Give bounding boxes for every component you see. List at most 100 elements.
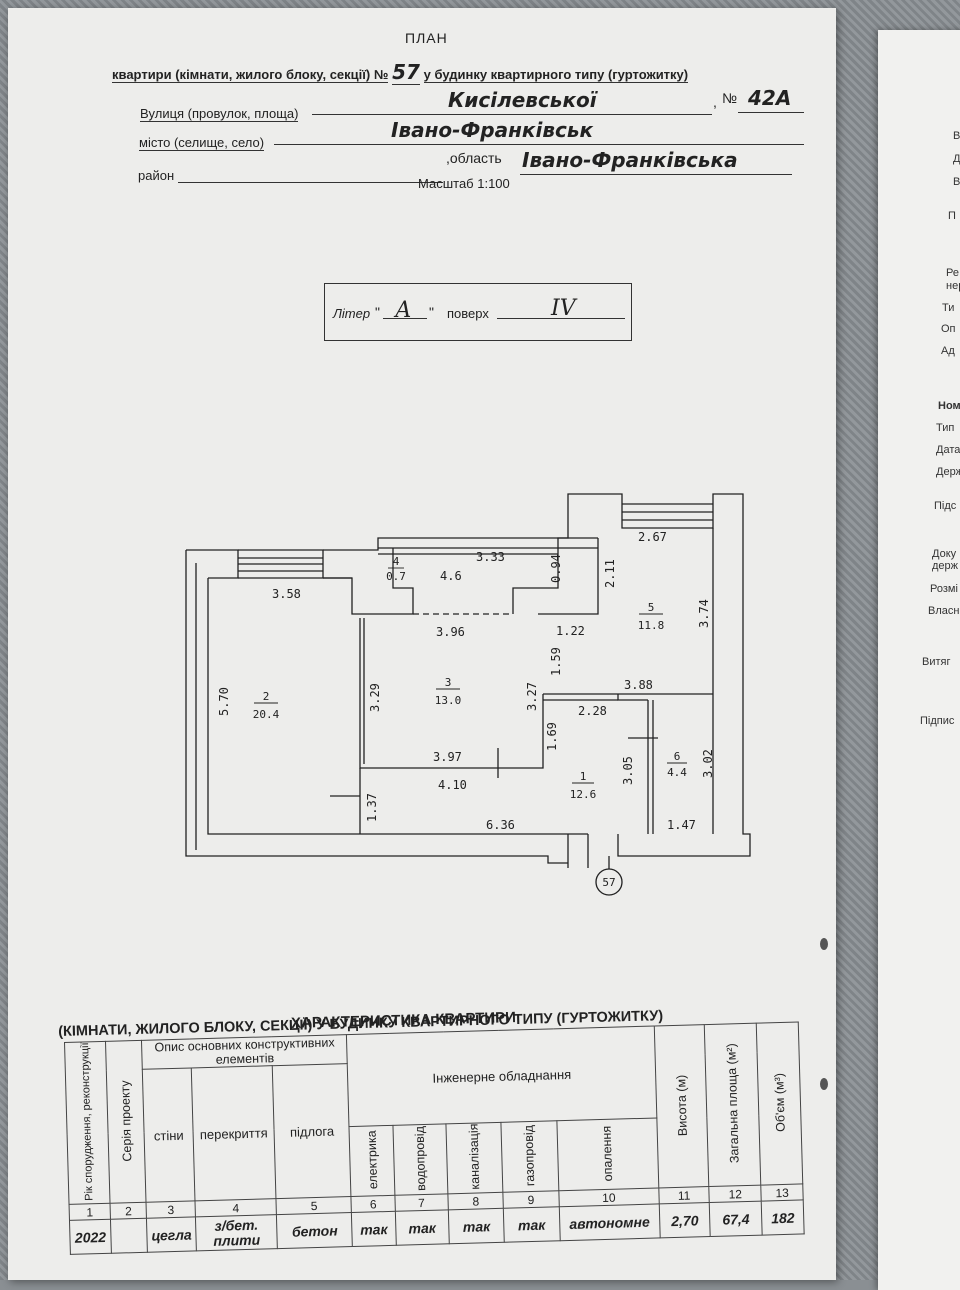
header-heat-text: опалення — [599, 1125, 616, 1182]
punch-hole — [820, 938, 828, 950]
value-elec: так — [351, 1211, 396, 1248]
punch-hole — [820, 1078, 828, 1090]
city-value: Івано-Франківськ — [391, 118, 594, 142]
room-5-number: 5 — [648, 601, 655, 614]
value-gas: так — [503, 1207, 560, 1243]
room-labels: 1 12.6 2 20.4 3 13.0 4 0.7 5 11.8 6 4.4 … — [253, 555, 688, 889]
header-water-text: водопровід — [412, 1125, 429, 1192]
next-page-text: Оп — [941, 323, 956, 335]
room-6-area: 4.4 — [667, 766, 687, 779]
balcony-corner-left — [186, 549, 239, 579]
header-area-text: Загальна площа (м²) — [724, 1043, 742, 1164]
district-field — [178, 158, 443, 183]
header-area: Загальна площа (м²) — [704, 1023, 762, 1188]
comma: , — [713, 94, 717, 110]
dim-3-97: 3.97 — [433, 750, 462, 764]
floor-plan: 3.58 3.33 0.94 2.67 2.11 3.74 1.22 3.96 … — [185, 493, 751, 896]
apartment-line-prefix: квартири (кімнати, жилого блоку, секції)… — [112, 67, 389, 83]
col-num: 6 — [351, 1195, 395, 1214]
balcony-right-glazing — [622, 503, 713, 521]
dim-3-27: 3.27 — [525, 682, 539, 711]
header-eng: Інженерне обладнання — [346, 1026, 657, 1128]
header-year: Рік спорудження, реконструкції — [64, 1041, 111, 1205]
dim-3-58: 3.58 — [272, 587, 301, 601]
header-water: водопровід — [392, 1124, 449, 1196]
next-page-text: Тип — [936, 422, 955, 434]
header-slabs: перекриття — [191, 1065, 277, 1202]
next-page-text: Підпис — [920, 715, 955, 727]
next-page-text: Дата — [936, 444, 960, 456]
next-page-text: В — [953, 176, 960, 188]
city-label: місто (селище, село) — [139, 135, 265, 151]
col-num: 13 — [761, 1184, 804, 1202]
header-height: Висота (м) — [654, 1024, 709, 1189]
region-value: Івано-Франківська — [522, 148, 738, 172]
value-slabs: з/бет. плити — [195, 1215, 278, 1252]
wall-room6 — [647, 700, 654, 834]
value-floor: бетон — [276, 1213, 353, 1250]
document-page: ПЛАН квартири (кімнати, жилого блоку, се… — [8, 8, 836, 1280]
room-2-number: 2 — [263, 690, 270, 703]
outer-wall-right — [512, 493, 751, 857]
room-3-area: 13.0 — [435, 694, 462, 707]
header-volume-text: Об'єм (м³) — [771, 1072, 788, 1132]
dim-1-69: 1.69 — [545, 722, 559, 751]
next-page-text: В — [953, 130, 960, 142]
next-page-text: Ре — [946, 267, 959, 279]
apartment-line: квартири (кімнати, жилого блоку, секції)… — [112, 60, 689, 85]
dim-4-10: 4.10 — [438, 778, 467, 792]
dim-3-05: 3.05 — [621, 756, 635, 785]
value-area: 67,4 — [709, 1201, 763, 1238]
dim-1-22: 1.22 — [556, 624, 585, 638]
outer-wall-top — [323, 537, 598, 551]
dim-3-29: 3.29 — [368, 683, 382, 712]
col-num: 8 — [448, 1192, 504, 1211]
next-page: В Д В П Ре нер Ти Оп Ад Ном Тип Дата Дер… — [878, 30, 960, 1290]
value-heat: автономне — [558, 1204, 661, 1242]
street-label-text: Вулиця (провулок, площа) — [140, 106, 299, 122]
next-page-text: Підс — [934, 500, 957, 512]
value-series — [110, 1218, 148, 1254]
litera-quote-close: " — [429, 304, 434, 320]
city-field: Івано-Франківськ — [274, 116, 804, 145]
header-gas: газопровід — [501, 1121, 559, 1193]
street-value: Кисілевської — [448, 88, 597, 112]
next-page-text: Ти — [942, 302, 955, 314]
header-walls: стіни — [142, 1067, 195, 1203]
dim-3-74: 3.74 — [697, 599, 711, 628]
value-year: 2022 — [69, 1219, 112, 1255]
header-sewer: каналізація — [446, 1122, 504, 1195]
region-label-text: область — [449, 150, 502, 166]
plan-walls — [185, 493, 751, 896]
header-gas-text: газопровід — [521, 1124, 538, 1187]
col-num: 2 — [110, 1202, 147, 1220]
value-water: так — [394, 1210, 450, 1246]
next-page-text: Ном — [938, 400, 960, 412]
room-4-area: 0.7 — [386, 570, 406, 583]
value-volume: 182 — [761, 1200, 805, 1236]
apartment-number: 57 — [392, 60, 420, 85]
wall-room6-top — [617, 694, 648, 701]
room-3-number: 3 — [445, 676, 452, 689]
header-elec: електрика — [349, 1125, 395, 1198]
room-4-number: 4 — [393, 555, 400, 568]
header-height-text: Висота (м) — [673, 1074, 690, 1136]
col-num: 1 — [69, 1203, 111, 1221]
room-6-number: 6 — [674, 750, 681, 763]
col-num: 12 — [708, 1185, 762, 1204]
room-1-area: 12.6 — [570, 788, 597, 801]
dim-3-02: 3.02 — [701, 749, 715, 778]
street-field: Кисілевської — [312, 86, 712, 115]
value-sewer: так — [448, 1208, 505, 1245]
outer-wall-left — [185, 550, 568, 864]
dim-1-59: 1.59 — [549, 647, 563, 676]
dim-5-70: 5.70 — [217, 687, 231, 716]
col-num: 11 — [658, 1187, 710, 1205]
next-page-text: Розмі — [930, 583, 958, 595]
dim-6-36: 6.36 — [486, 818, 515, 832]
wall-room5-bottom — [543, 693, 713, 701]
city-label-text: місто (селище, село) — [139, 135, 265, 151]
next-page-text: Власн — [928, 605, 960, 617]
door-marks — [330, 737, 658, 868]
header-year-text: Рік спорудження, реконструкції — [79, 1042, 96, 1202]
